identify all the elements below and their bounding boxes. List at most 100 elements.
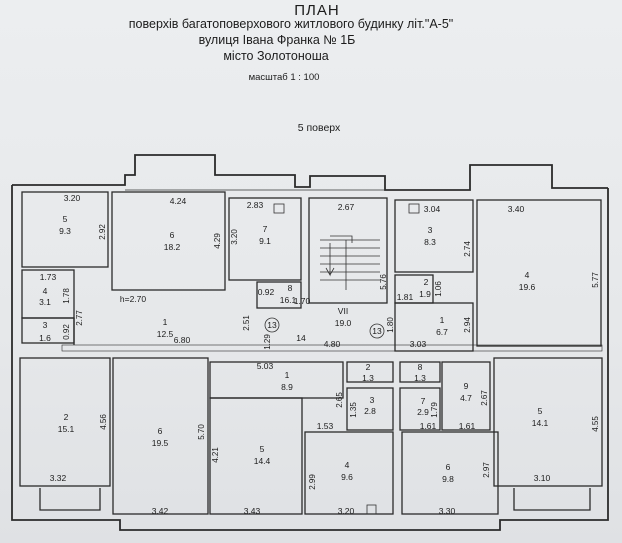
room-area: 6.7 xyxy=(436,327,448,337)
outer-walls xyxy=(11,154,609,531)
dimension-labels: 3.20 4.24 2.83 2.67 3.04 3.40 2.92 4.29 … xyxy=(40,193,600,516)
room-number: 3 xyxy=(370,395,375,405)
room-number: VII xyxy=(338,306,348,316)
dimension: 4.29 xyxy=(213,233,222,249)
room-area: 1.9 xyxy=(419,289,431,299)
dimension: 4.80 xyxy=(324,339,341,349)
dimension: 3.04 xyxy=(424,204,441,214)
room-number: 7 xyxy=(421,396,426,406)
circled-mark: 13 xyxy=(267,320,277,330)
plan-title: ПЛАН xyxy=(294,2,340,19)
room-number: 7 xyxy=(263,224,268,234)
dimension: 3.42 xyxy=(152,506,169,516)
room-number: 5 xyxy=(538,406,543,416)
room-number: 1 xyxy=(440,315,445,325)
room-area: 14.4 xyxy=(254,456,271,466)
dimension: 3.30 xyxy=(439,506,456,516)
room-number: 8 xyxy=(288,283,293,293)
room-area: 2.9 xyxy=(417,407,429,417)
dimension: 1.35 xyxy=(349,402,358,418)
room-area: 9.6 xyxy=(341,472,353,482)
dimension: 2.67 xyxy=(480,390,489,406)
dimension: 2.94 xyxy=(463,317,472,333)
plan-subtitle-building: поверхів багатоповерхового житлового буд… xyxy=(128,17,454,31)
room-number: 1 xyxy=(163,317,168,327)
plan-subtitle-street: вулиця Івана Франка № 1Б xyxy=(198,33,356,47)
dimension: 1.06 xyxy=(434,281,443,297)
dimension: 1.80 xyxy=(386,317,395,333)
room-area: 19.6 xyxy=(519,282,536,292)
room-area: 3.1 xyxy=(39,297,51,307)
dimension: 3.20 xyxy=(338,506,355,516)
dimension: 2.97 xyxy=(482,462,491,478)
room-number: 3 xyxy=(428,225,433,235)
dimension: 1.53 xyxy=(317,421,334,431)
dimension: 1.73 xyxy=(40,272,57,282)
dimension: 4.55 xyxy=(591,416,600,432)
room-number: 2 xyxy=(64,412,69,422)
room-area: 19.0 xyxy=(335,318,352,328)
dimension: 2.51 xyxy=(242,315,251,331)
room-number: 1 xyxy=(285,370,290,380)
room-area: 18.2 xyxy=(164,242,181,252)
room-area: 19.5 xyxy=(152,438,169,448)
dimension: 2.83 xyxy=(247,200,264,210)
room-number: 3 xyxy=(43,320,48,330)
dimension: 4.24 xyxy=(170,196,187,206)
room-area: 1.3 xyxy=(362,373,374,383)
room-area: 8.9 xyxy=(281,382,293,392)
room-labels: 5 9.3 6 18.2 7 9.1 8 16.1 4 3.1 3 1.6 1 … xyxy=(39,214,548,484)
room-area: 2.8 xyxy=(364,406,376,416)
dimension: 5.77 xyxy=(591,272,600,288)
dimension: 3.20 xyxy=(230,229,239,245)
dimension: 3.32 xyxy=(50,473,67,483)
room-number: 6 xyxy=(170,230,175,240)
dimension: 3.43 xyxy=(244,506,261,516)
room-number: 8 xyxy=(418,362,423,372)
dimension: 3.20 xyxy=(64,193,81,203)
dimension: 5.70 xyxy=(197,424,206,440)
circled-mark: 14 xyxy=(296,333,306,343)
dimension: 4.56 xyxy=(99,414,108,430)
dimension: 1.79 xyxy=(430,402,439,418)
dimension: 3.03 xyxy=(410,339,427,349)
dimension: 5.03 xyxy=(257,361,274,371)
dimension: 1.78 xyxy=(62,288,71,304)
room-area: 1.6 xyxy=(39,333,51,343)
dimension: 3.10 xyxy=(534,473,551,483)
room-number: 5 xyxy=(63,214,68,224)
dimension: 1.70 xyxy=(294,296,311,306)
room-area: 12.5 xyxy=(157,329,174,339)
dimension: 0.92 xyxy=(62,324,71,340)
dimension: 2.74 xyxy=(463,241,472,257)
ceiling-height: h=2.70 xyxy=(120,294,147,304)
room-area: 4.7 xyxy=(460,393,472,403)
room-number: 2 xyxy=(424,277,429,287)
dimension: 2.77 xyxy=(75,310,84,326)
stair-steps xyxy=(320,235,380,281)
room-area: 16.1 xyxy=(280,295,297,305)
circled-mark: 13 xyxy=(372,326,382,336)
room-number: 4 xyxy=(345,460,350,470)
room-area: 8.3 xyxy=(424,237,436,247)
room-number: 6 xyxy=(446,462,451,472)
room-area: 1.3 xyxy=(414,373,426,383)
room-number: 4 xyxy=(43,286,48,296)
dimension: 1.61 xyxy=(420,421,437,431)
room-number: 2 xyxy=(366,362,371,372)
dimension: 2.92 xyxy=(98,224,107,240)
plan-scale: масштаб 1 : 100 xyxy=(248,72,320,83)
dimension: 2.65 xyxy=(335,392,344,408)
dimension: 1.61 xyxy=(459,421,476,431)
plan-subtitle-city: місто Золотоноша xyxy=(223,49,329,63)
lower-rooms xyxy=(19,357,603,515)
dimension: 1.81 xyxy=(397,292,414,302)
dimension: 3.40 xyxy=(508,204,525,214)
dimension: 4.21 xyxy=(211,447,220,463)
dimension: 5.76 xyxy=(379,274,388,290)
room-number: 6 xyxy=(158,426,163,436)
dimension: 1.29 xyxy=(263,334,272,350)
room-area: 9.8 xyxy=(442,474,454,484)
upper-rooms xyxy=(21,191,603,352)
